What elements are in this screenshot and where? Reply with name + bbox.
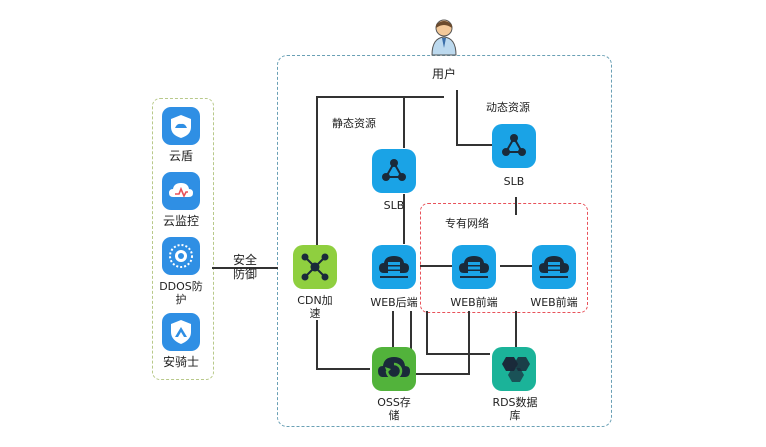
connector (515, 311, 517, 347)
security-item-label: 云盾 (168, 149, 193, 163)
cdn-label: CDN加速 (297, 294, 333, 320)
connector (403, 194, 405, 244)
connector (456, 90, 458, 144)
connector (392, 311, 394, 349)
cloud-server-icon (452, 245, 496, 289)
vpc-label: 专有网络 (445, 217, 489, 230)
connector (212, 267, 278, 269)
connector (410, 311, 412, 349)
connector (403, 96, 405, 148)
ddos-protection-icon (162, 237, 200, 275)
static-resources-label: 静态资源 (332, 117, 376, 130)
network-node-icon (492, 124, 536, 168)
security-item-label: DDOS防护 (159, 280, 203, 306)
connector (316, 368, 370, 370)
vpc-area (420, 203, 588, 313)
shield-icon (162, 107, 200, 145)
slb-dynamic-label: SLB (503, 175, 525, 188)
connector (468, 311, 470, 373)
connector (414, 373, 470, 375)
web-backend-label: WEB后端 (370, 296, 418, 309)
dynamic-resources-label: 动态资源 (486, 101, 530, 114)
cdn-icon (293, 245, 337, 289)
connector (420, 265, 452, 267)
user-icon (430, 18, 458, 56)
connector (316, 320, 318, 368)
user-label: 用户 (431, 67, 456, 81)
cloud-server-icon (372, 245, 416, 289)
rds-label: RDS数据库 (492, 396, 538, 422)
slb-static-label: SLB (383, 199, 405, 212)
security-item-label: 安骑士 (162, 355, 199, 369)
web-frontend-label: WEB前端 (450, 296, 498, 309)
cloud-monitor-icon (162, 172, 200, 210)
connector (426, 353, 490, 355)
network-node-icon (372, 149, 416, 193)
connector (500, 265, 532, 267)
security-knight-icon (162, 313, 200, 351)
database-icon (492, 347, 536, 391)
security-item-label: 云监控 (162, 214, 199, 228)
connector (456, 144, 492, 146)
security-title: 安全防御 (232, 253, 257, 281)
cloud-server-icon (532, 245, 576, 289)
connector (426, 311, 428, 353)
security-group (152, 98, 214, 380)
storage-icon (372, 347, 416, 391)
oss-label: OSS存储 (377, 396, 411, 422)
connector (316, 96, 444, 98)
connector (515, 197, 517, 215)
web-frontend-label: WEB前端 (530, 296, 578, 309)
connector (316, 96, 318, 246)
